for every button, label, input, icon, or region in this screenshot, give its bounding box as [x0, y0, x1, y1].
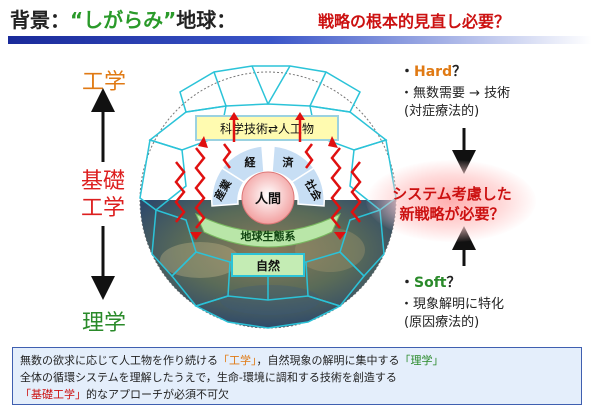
soft-question-mark: ？ [446, 275, 461, 291]
summary-engineering: 「工学」 [218, 354, 257, 367]
title-suffix: 地球： [176, 8, 237, 32]
arrowheads [190, 136, 346, 240]
zigzag-top-right [304, 143, 314, 169]
summary-line-3-b: 的なアプローチが必須不可欠 [86, 388, 229, 401]
soft-label: Soft [414, 275, 447, 291]
segment-economy-left [220, 145, 265, 183]
strategy-line-2: 新戦略が必要？ [399, 205, 505, 223]
human-circle [241, 171, 295, 225]
summary-line-3: 「基礎工学」的なアプローチが必須不可欠 [20, 386, 229, 402]
title-quote: “しがらみ” [70, 8, 177, 32]
soft-question: ・Soft？ [400, 275, 461, 291]
label-science: 理学 [82, 311, 127, 336]
strategy-glow [366, 160, 536, 242]
summary-line-2: 全体の循環システムを理解したうえで，生命‐環境に調和する技術を創造する [20, 371, 397, 384]
ecosystem-label: 地球生態系 [241, 229, 296, 243]
zigzag-left-far [174, 161, 186, 223]
summary-box [12, 347, 582, 405]
segment-economy-label-2: 済 [283, 155, 295, 169]
zigzag-right-outer [330, 147, 342, 229]
strategy-line-1: システム考慮した [392, 185, 512, 203]
hard-label: Hard [414, 64, 453, 80]
summary-line-1: 無数の欲求に応じて人工物を作り続ける「工学」，自然現象の解明に集中する「理学」 [20, 352, 444, 368]
header-rule [8, 36, 592, 44]
page-title: 背景：“しがらみ”地球： [10, 4, 236, 33]
title-prefix: 背景： [10, 8, 70, 32]
nature-label: 自然 [256, 258, 280, 273]
nature-box [231, 253, 305, 277]
vertical-arrows [232, 118, 302, 142]
label-basic-engineering-line1: 基礎 [80, 169, 125, 194]
hard-line-1: ・無数需要 → 技術 [400, 86, 511, 101]
science-tech-box [195, 115, 339, 141]
science-tech-label: 科学技術⇄人工物 [220, 121, 314, 136]
soft-line-1: ・現象解明に特化 [400, 297, 505, 312]
segment-economy-label-1: 経 [245, 155, 257, 169]
summary-science: 「理学」 [399, 354, 444, 367]
hard-question: ・Hard？ [400, 64, 467, 80]
society-ring [211, 145, 325, 207]
hard-question-mark: ？ [452, 64, 467, 80]
label-basic-engineering-line2: 工学 [80, 196, 125, 221]
hard-line-2: (対症療法的) [404, 104, 480, 119]
label-basic-engineering: 基礎 工学 [75, 168, 131, 222]
summary-line-1-c: ，自然現象の解明に集中する [256, 354, 400, 367]
zigzag-left-outer [194, 147, 206, 229]
summary-basic-engineering: 「基礎工学」 [20, 388, 86, 401]
summary-line-1-a: 無数の欲求に応じて人工物を作り続ける [20, 354, 218, 367]
soft-line-2: (原因療法的) [404, 315, 480, 330]
influence-arrows [174, 143, 362, 229]
page-subtitle: 戦略の根本的見直し必要？ [318, 12, 511, 31]
zigzag-top-left [222, 143, 232, 169]
zigzag-right-far [350, 161, 362, 223]
human-label: 人間 [255, 191, 281, 207]
segment-society [290, 166, 325, 207]
